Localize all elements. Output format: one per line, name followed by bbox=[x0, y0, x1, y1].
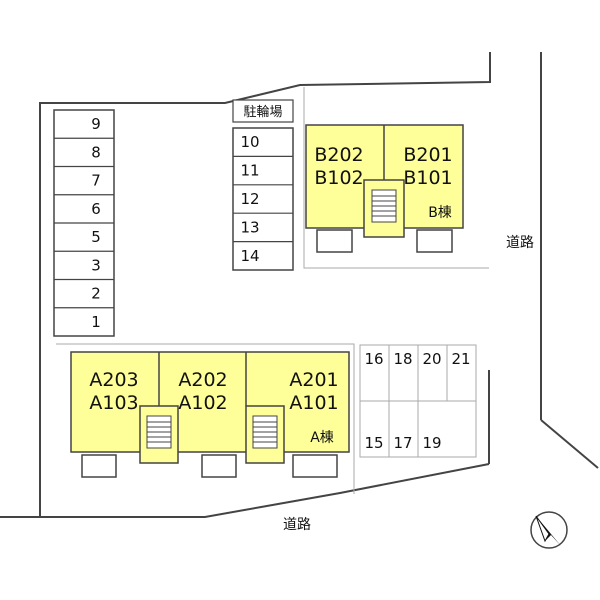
road-edge-right-lower bbox=[540, 419, 599, 469]
balcony-b-right bbox=[416, 229, 453, 253]
road-label-right: 道路 bbox=[506, 235, 534, 251]
balcony-a-2 bbox=[201, 454, 237, 478]
parking-left-column: 9 8 7 6 5 3 2 1 bbox=[53, 109, 115, 337]
parking-slot-16: 16 bbox=[364, 350, 383, 368]
unit-a102: A102 bbox=[178, 392, 227, 414]
building-a: A203 A103 A202 A102 A201 A101 A棟 bbox=[70, 351, 350, 478]
parking-slot-20: 20 bbox=[422, 350, 441, 368]
parking-slot-19: 19 bbox=[422, 434, 441, 452]
parking-slot-6: 6 bbox=[91, 200, 101, 218]
parking-slot-14: 14 bbox=[240, 247, 259, 265]
parking-slot-21: 21 bbox=[451, 350, 470, 368]
parking-slot-3: 3 bbox=[91, 256, 101, 274]
parking-slot-13: 13 bbox=[240, 218, 259, 236]
unit-a201: A201 bbox=[289, 369, 338, 391]
a-zone-outline bbox=[56, 343, 355, 494]
building-b: B202 B102 B201 B101 B棟 bbox=[305, 124, 464, 253]
unit-b101: B101 bbox=[403, 167, 452, 189]
parking-slot-8: 8 bbox=[91, 143, 101, 161]
parking-slot-10: 10 bbox=[240, 133, 259, 151]
building-a-label: A棟 bbox=[310, 430, 334, 446]
parking-slot-12: 12 bbox=[240, 190, 259, 208]
unit-b202: B202 bbox=[314, 144, 363, 166]
parking-slot-9: 9 bbox=[91, 115, 101, 133]
building-b-label: B棟 bbox=[428, 205, 452, 221]
road-label-bottom: 道路 bbox=[283, 517, 311, 533]
parking-slot-2: 2 bbox=[91, 285, 101, 303]
unit-a103: A103 bbox=[89, 392, 138, 414]
parking-slot-11: 11 bbox=[240, 162, 259, 180]
unit-a101: A101 bbox=[289, 392, 338, 414]
unit-b102: B102 bbox=[314, 167, 363, 189]
parking-right-block: 16 18 20 21 15 17 19 bbox=[359, 344, 477, 458]
parking-slot-18: 18 bbox=[393, 350, 412, 368]
balcony-b-left bbox=[316, 229, 353, 253]
property-boundary bbox=[39, 52, 491, 518]
parking-slot-5: 5 bbox=[91, 228, 101, 246]
balcony-a-3 bbox=[292, 454, 338, 478]
balcony-a-1 bbox=[81, 454, 117, 478]
unit-a202: A202 bbox=[178, 369, 227, 391]
parking-slot-17: 17 bbox=[393, 434, 412, 452]
parking-slot-15: 15 bbox=[364, 434, 383, 452]
unit-b201: B201 bbox=[403, 144, 452, 166]
parking-slot-1: 1 bbox=[91, 313, 101, 331]
unit-a203: A203 bbox=[89, 369, 138, 391]
parking-slot-7: 7 bbox=[91, 172, 101, 190]
bicycle-parking-title: 駐輪場 bbox=[243, 104, 282, 120]
b-zone-outline bbox=[303, 87, 489, 269]
north-arrow-icon bbox=[530, 511, 568, 549]
parking-center-column: 駐輪場 10 11 12 13 14 bbox=[232, 99, 294, 271]
